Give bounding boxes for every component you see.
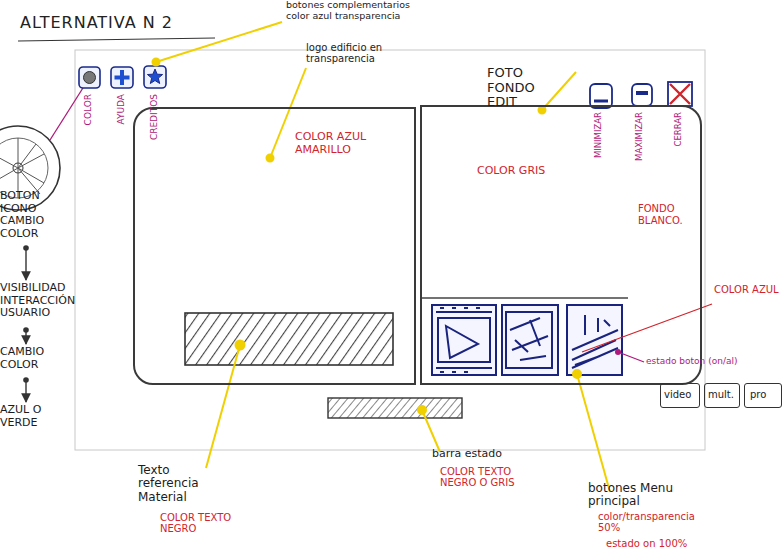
button-label: MAXIMIZAR (635, 112, 645, 161)
annotation: COLOR TEXTO NEGRO O GRIS (440, 466, 536, 488)
node-text: COLOR AZUL AMARILLO (295, 131, 375, 156)
button-label: CREDITOS (149, 94, 159, 140)
annotation: color/transparencia 50% (598, 511, 718, 533)
annotation: estado on 100% (606, 538, 726, 549)
text-area (185, 313, 393, 365)
title-underline (18, 38, 215, 41)
node-text: mult. (708, 389, 740, 401)
flow-step: CAMBIO COLOR (0, 346, 62, 378)
node-text: BOTON ICONO CAMBIO COLOR (0, 190, 62, 241)
flow-step: AZUL O VERDE (0, 404, 62, 438)
flow-step: BOTON ICONO CAMBIO COLOR (0, 190, 62, 246)
button-label: AYUDA (116, 94, 126, 124)
flow-arrow (25, 330, 26, 344)
title: ALTERNATIVA N 2 (20, 14, 173, 32)
status-bar (328, 398, 462, 418)
flow-step: VISIBILIDAD INTERACCIÓN USUARIO (0, 282, 82, 328)
leader-line (618, 352, 644, 362)
leader-line (50, 80, 88, 140)
flow-arrow (25, 248, 26, 280)
annotation: estado boton (on/al) (646, 356, 782, 366)
menu-button: video (660, 383, 700, 408)
annotation: FOTO FONDO EDIT (487, 66, 545, 110)
node-text: pro (750, 389, 780, 401)
annotation: COLOR AZUL (714, 284, 782, 295)
node-text: CAMBIO COLOR (0, 346, 62, 371)
annotation: barra estado (432, 448, 532, 460)
menu-thumbnails (432, 305, 622, 375)
menu-button: pro (744, 383, 782, 408)
leader-line (582, 304, 712, 352)
image-panel: COLOR GRIS FONDO BLANCO. (420, 105, 702, 385)
button-label: COLOR (83, 94, 93, 125)
annotation: logo edificio en transparencia (306, 42, 426, 64)
annotation: COLOR TEXTO NEGRO (160, 512, 244, 534)
panel-divider (422, 297, 628, 299)
complement-buttons (79, 66, 166, 88)
yellow-leaders (153, 22, 611, 492)
node-text: VISIBILIDAD INTERACCIÓN USUARIO (0, 282, 82, 320)
button-label: MINIMIZAR (594, 112, 604, 158)
button-label: CERRAR (674, 112, 684, 147)
window-frame (75, 50, 705, 450)
flow-arrow (25, 380, 26, 402)
node-text: FONDO BLANCO. (638, 203, 696, 226)
node-text: COLOR GRIS (477, 165, 547, 178)
node-text: video (664, 389, 700, 401)
node-text: AZUL O VERDE (0, 404, 62, 429)
content-panel: COLOR AZUL AMARILLO (133, 107, 416, 385)
annotation: Texto referencia Material (138, 464, 224, 504)
annotation: botones complementarios color azul trans… (286, 0, 416, 21)
annotation: botones Menu principal (588, 482, 692, 509)
menu-button: mult. (704, 383, 740, 408)
